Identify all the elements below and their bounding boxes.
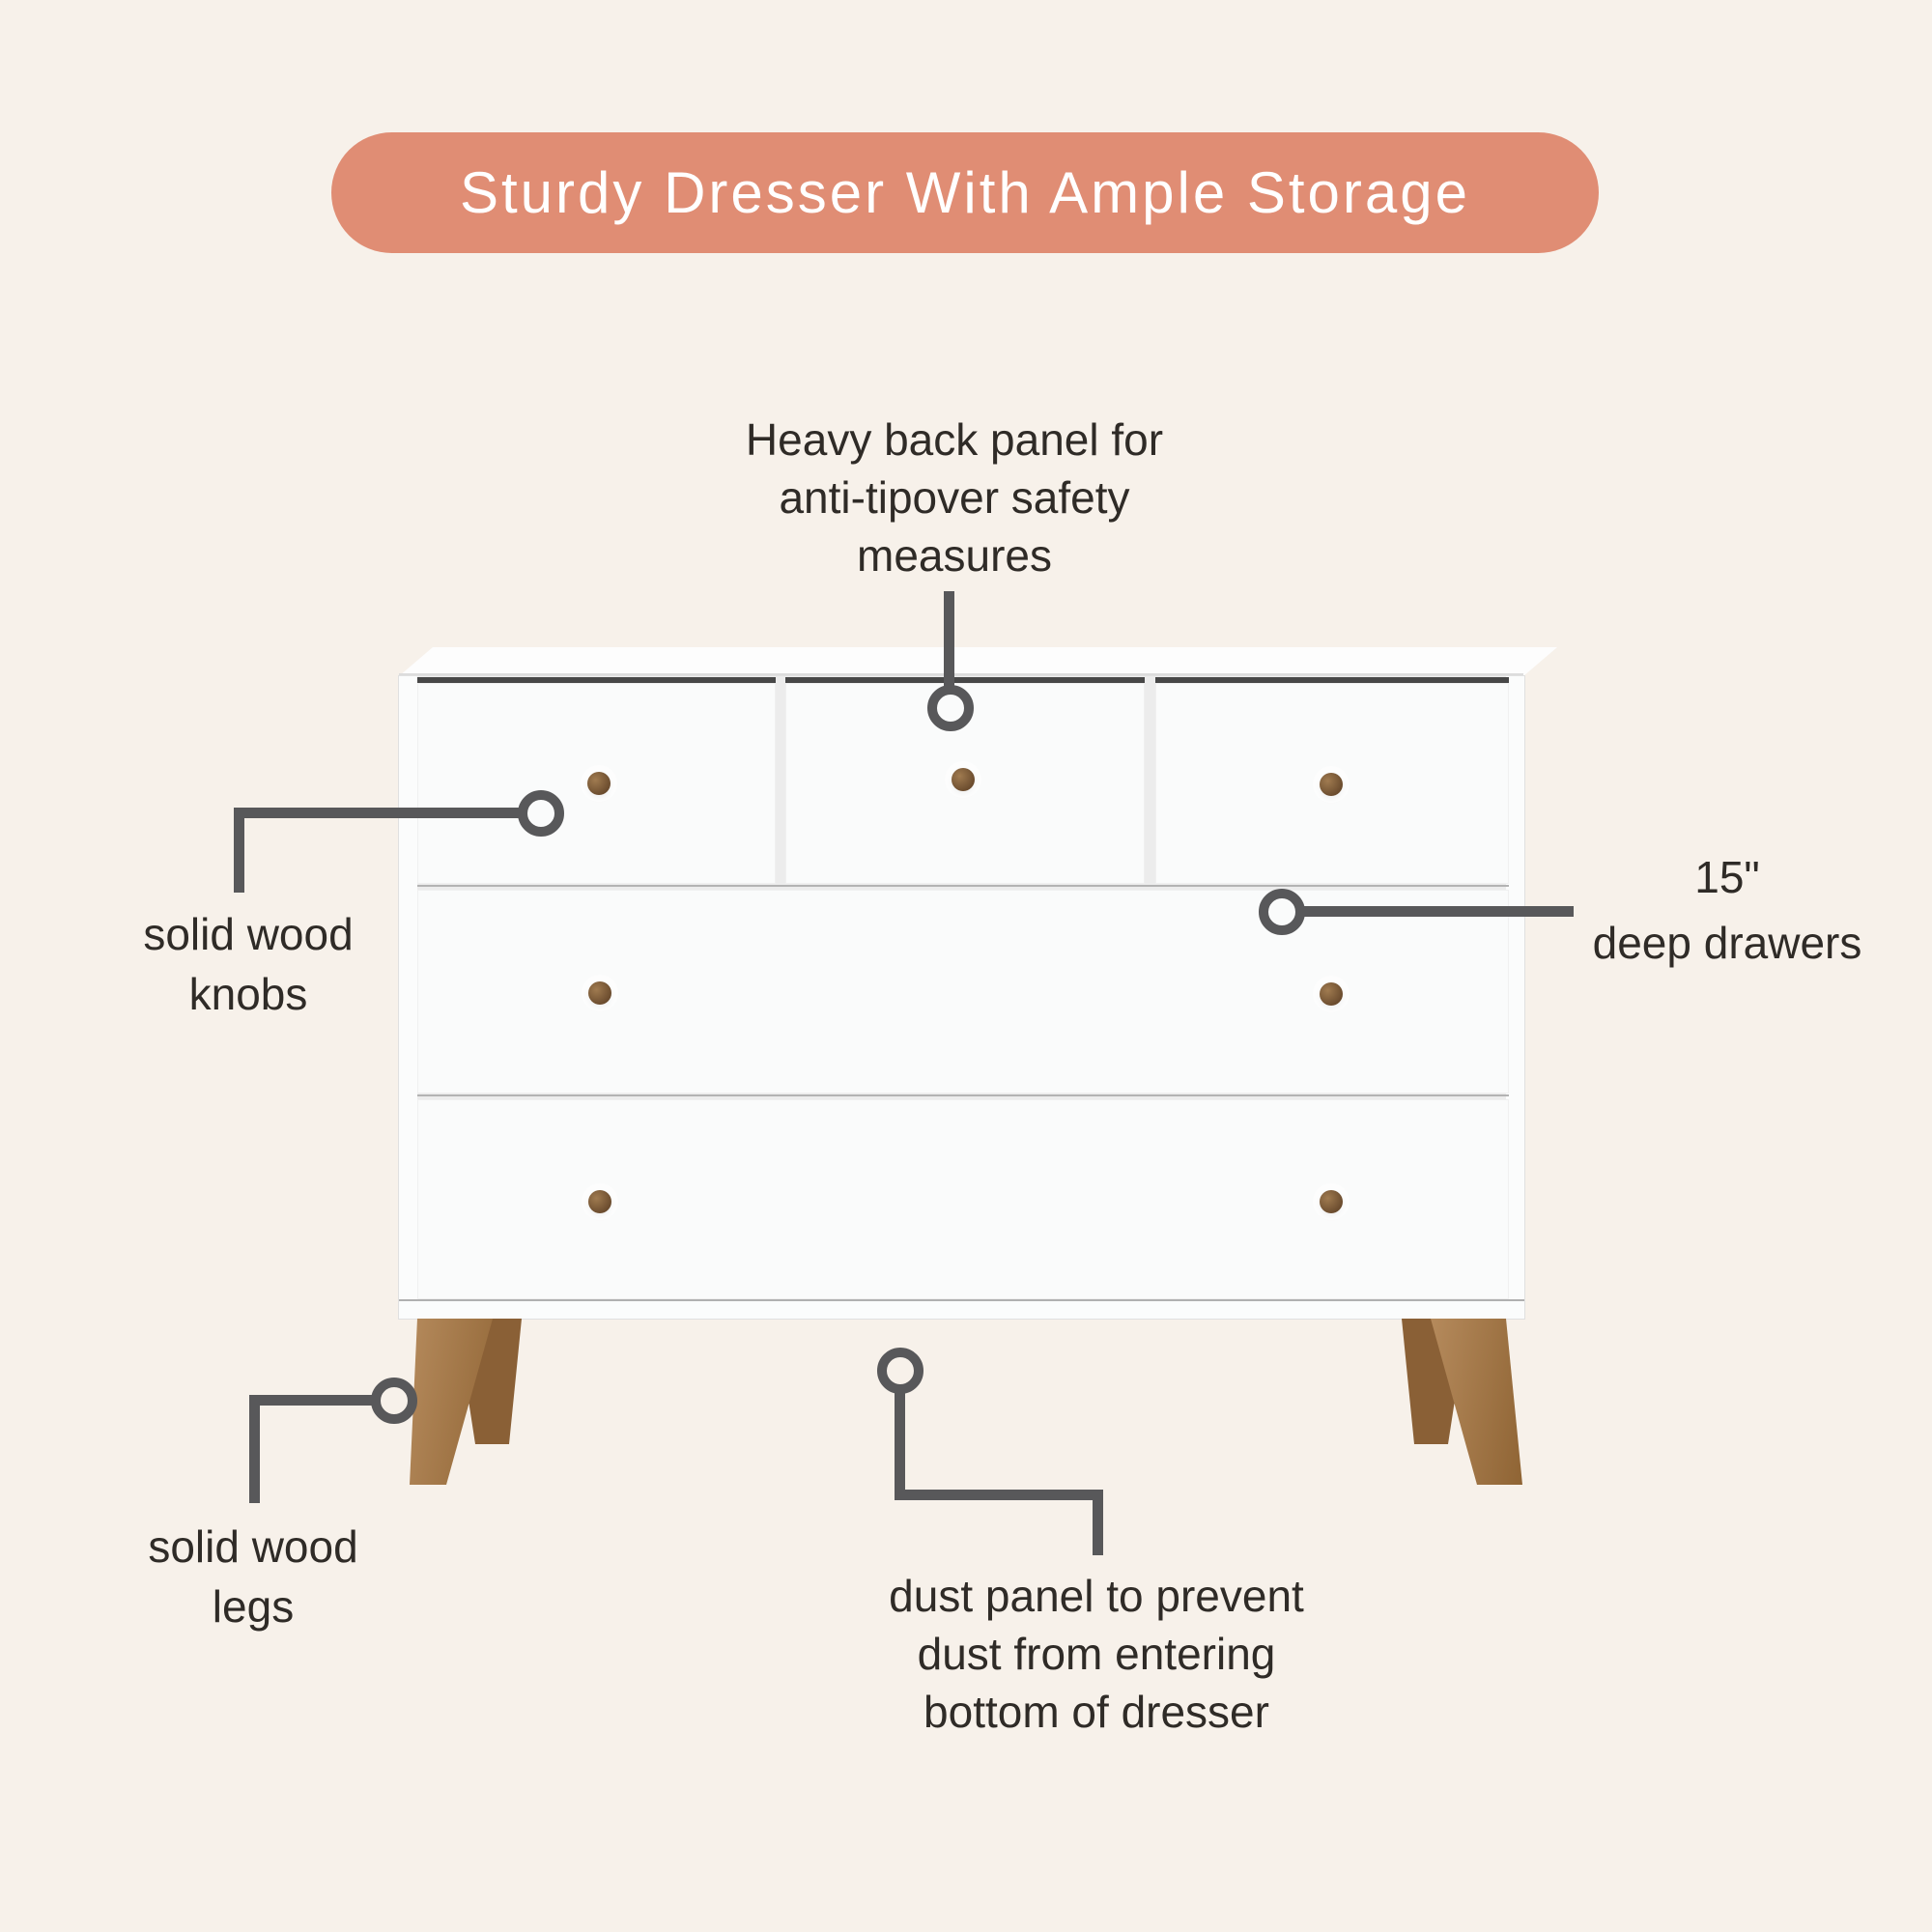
dresser-top-edge bbox=[399, 673, 1523, 676]
label-deep-drawers: 15" deep drawers bbox=[1592, 852, 1862, 968]
title-banner: Sturdy Dresser With Ample Storage bbox=[331, 132, 1599, 253]
dust-callout-line-h bbox=[895, 1490, 1103, 1500]
deep-drawers-marker-icon bbox=[1259, 889, 1305, 935]
legs-marker-icon bbox=[371, 1378, 417, 1424]
wood-knob bbox=[1320, 982, 1343, 1006]
top-shadow-left bbox=[417, 677, 776, 683]
deep-drawers-callout-line bbox=[1303, 906, 1574, 917]
dresser-plinth bbox=[399, 1299, 1524, 1319]
back-panel-marker-icon bbox=[927, 685, 974, 731]
dust-callout-line-v2 bbox=[1093, 1490, 1103, 1555]
legs-callout-line-v bbox=[249, 1395, 260, 1503]
dresser-right-stile bbox=[1506, 676, 1524, 1319]
dust-callout-line-v1 bbox=[895, 1391, 905, 1500]
wood-knob bbox=[588, 981, 611, 1005]
label-back-panel: Heavy back panel for anti-tipover safety… bbox=[745, 414, 1164, 581]
drawer-middle bbox=[417, 890, 1509, 1094]
top-shadow-center bbox=[785, 677, 1145, 683]
wood-knob bbox=[587, 772, 611, 795]
legs-callout-line-h bbox=[249, 1395, 375, 1406]
label-dust-panel: dust panel to prevent dust from entering… bbox=[889, 1571, 1304, 1737]
dresser-left-stile bbox=[399, 676, 417, 1319]
label-legs: solid wood legs bbox=[148, 1521, 358, 1632]
dust-panel-marker-icon bbox=[877, 1348, 923, 1394]
wood-knob bbox=[1320, 773, 1343, 796]
drawer-bottom bbox=[417, 1099, 1509, 1299]
dresser-top-panel bbox=[399, 647, 1557, 676]
divider-row2-row3 bbox=[417, 1094, 1509, 1096]
page-title: Sturdy Dresser With Ample Storage bbox=[459, 160, 1471, 225]
back-panel-callout-line bbox=[944, 591, 954, 688]
knobs-callout-line-v bbox=[234, 808, 244, 893]
knobs-marker-icon bbox=[518, 790, 564, 837]
top-shadow-right bbox=[1155, 677, 1509, 683]
wood-knob bbox=[588, 1190, 611, 1213]
label-knobs: solid wood knobs bbox=[143, 909, 354, 1019]
wood-knob bbox=[1320, 1190, 1343, 1213]
knobs-callout-line-h bbox=[234, 808, 522, 818]
wood-knob bbox=[952, 768, 975, 791]
divider-row1-row2 bbox=[417, 885, 1509, 887]
